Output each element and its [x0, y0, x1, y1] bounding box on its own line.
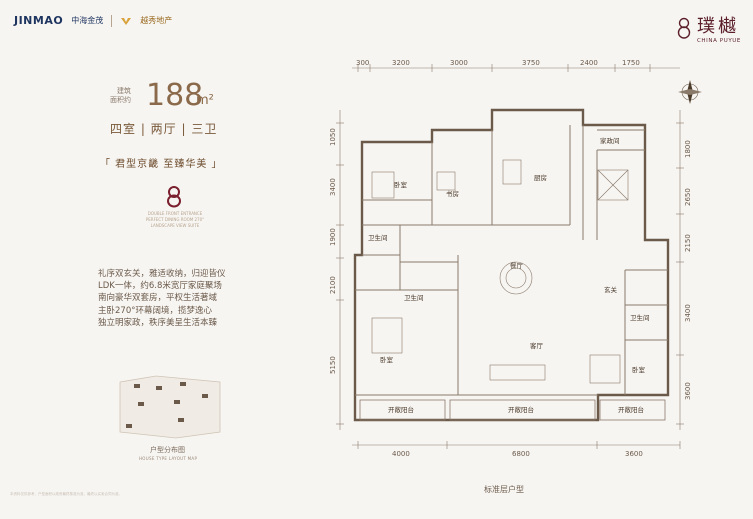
compass-icon [678, 80, 702, 104]
room-label-foyer: 玄关 [604, 285, 618, 294]
project-emblem-icon [677, 17, 691, 39]
feature-item: 独立明家政，秩序美呈生活本臻 [98, 317, 218, 328]
project-name-en: CHINA PUYUE [696, 38, 741, 44]
right-dim: 1800 [684, 140, 692, 158]
left-dim: 5150 [329, 356, 337, 374]
room-label-housekeeping: 家政间 [600, 136, 620, 145]
project-name: 璞樾 [696, 16, 739, 37]
project-logo: 璞樾 CHINA PUYUE [677, 12, 741, 44]
left-dim: 3400 [329, 178, 337, 196]
left-dim: 1900 [329, 228, 337, 246]
top-dim: 3750 [522, 59, 540, 67]
room-label-dining: 餐厅 [510, 261, 524, 270]
right-dim: 3400 [684, 304, 692, 322]
area-label-line1: 建筑 [117, 87, 131, 95]
room-summary: 四室 | 两厅 | 三卫 [110, 122, 218, 136]
brand-header: JINMAO 中海金茂 越秀地产 [14, 14, 172, 27]
layout-minimap [119, 375, 221, 439]
top-dim: 2400 [580, 59, 598, 67]
partner-logo: 越秀地产 [140, 16, 173, 25]
brand-divider [111, 14, 113, 27]
feature-list: 礼序双玄关，雅适收纳，归迎皆仪 LDK一体，约6.8米宽厅家庭聚场 南向豪华双套… [98, 268, 226, 329]
room-label-bathroom: 卫生间 [404, 293, 424, 302]
room-label-bedroom: 卧室 [394, 180, 408, 189]
partner-icon [121, 17, 132, 25]
left-dim: 2100 [329, 276, 337, 294]
room-label-bathroom: 卫生间 [630, 313, 650, 322]
right-dim: 2650 [684, 188, 692, 206]
bottom-dim: 4000 [392, 450, 410, 458]
right-dim: 3600 [684, 382, 692, 400]
area-unit: m² [196, 93, 214, 108]
left-dim: 1050 [329, 128, 337, 146]
jinmao-cn-logo: 中海金茂 [71, 16, 104, 25]
room-label-balcony: 开敞阳台 [508, 405, 534, 414]
feature-item: 主卧270°环幕阔境，揽梦逸心 [98, 305, 212, 316]
area-label: 建筑 面积约 [110, 87, 131, 105]
feature-item: 南向豪华双套房，平权生活著域 [98, 293, 218, 304]
room-label-living: 客厅 [530, 341, 544, 350]
room-label-bedroom: 卧室 [632, 365, 646, 374]
room-label-balcony: 开敞阳台 [388, 405, 414, 414]
jinmao-logo: JINMAO [14, 14, 64, 27]
room-label-study: 书房 [446, 189, 459, 198]
bottom-dim: 3600 [625, 450, 643, 458]
top-dim: 3000 [450, 59, 468, 67]
room-label-kitchen: 厨房 [534, 173, 547, 182]
footer-note: 本资料仅供参考，户型面积以政府最终核准为准，最终以买卖合同为准。 [10, 492, 122, 496]
unit-emblem-icon [167, 186, 181, 208]
area-value: 188 [146, 78, 204, 113]
top-dim: 300 [356, 59, 369, 67]
minimap-caption-en: HOUSE TYPE LAYOUT MAP [139, 456, 198, 461]
room-label-bedroom: 卧室 [380, 355, 394, 364]
plan-caption: 标准层户型 [484, 485, 524, 494]
room-label-balcony: 开敞阳台 [618, 405, 644, 414]
bottom-dim: 6800 [512, 450, 530, 458]
slogan: 「 君型京畿 至臻华美 」 [100, 159, 223, 170]
right-dim: 2150 [684, 234, 692, 252]
feature-item: 礼序双玄关，雅适收纳，归迎皆仪 [98, 269, 226, 279]
feature-item: LDK一体，约6.8米宽厅家庭聚场 [98, 281, 222, 292]
room-label-bathroom: 卫生间 [368, 233, 388, 242]
top-dim: 1750 [622, 59, 640, 67]
top-dim: 3200 [392, 59, 410, 67]
minimap-caption: 户型分布图 [150, 446, 185, 454]
area-label-line2: 面积约 [110, 96, 131, 104]
emblem-caption: DOUBLE FRONT ENTRANCE PERFECT DINING ROO… [145, 211, 205, 228]
